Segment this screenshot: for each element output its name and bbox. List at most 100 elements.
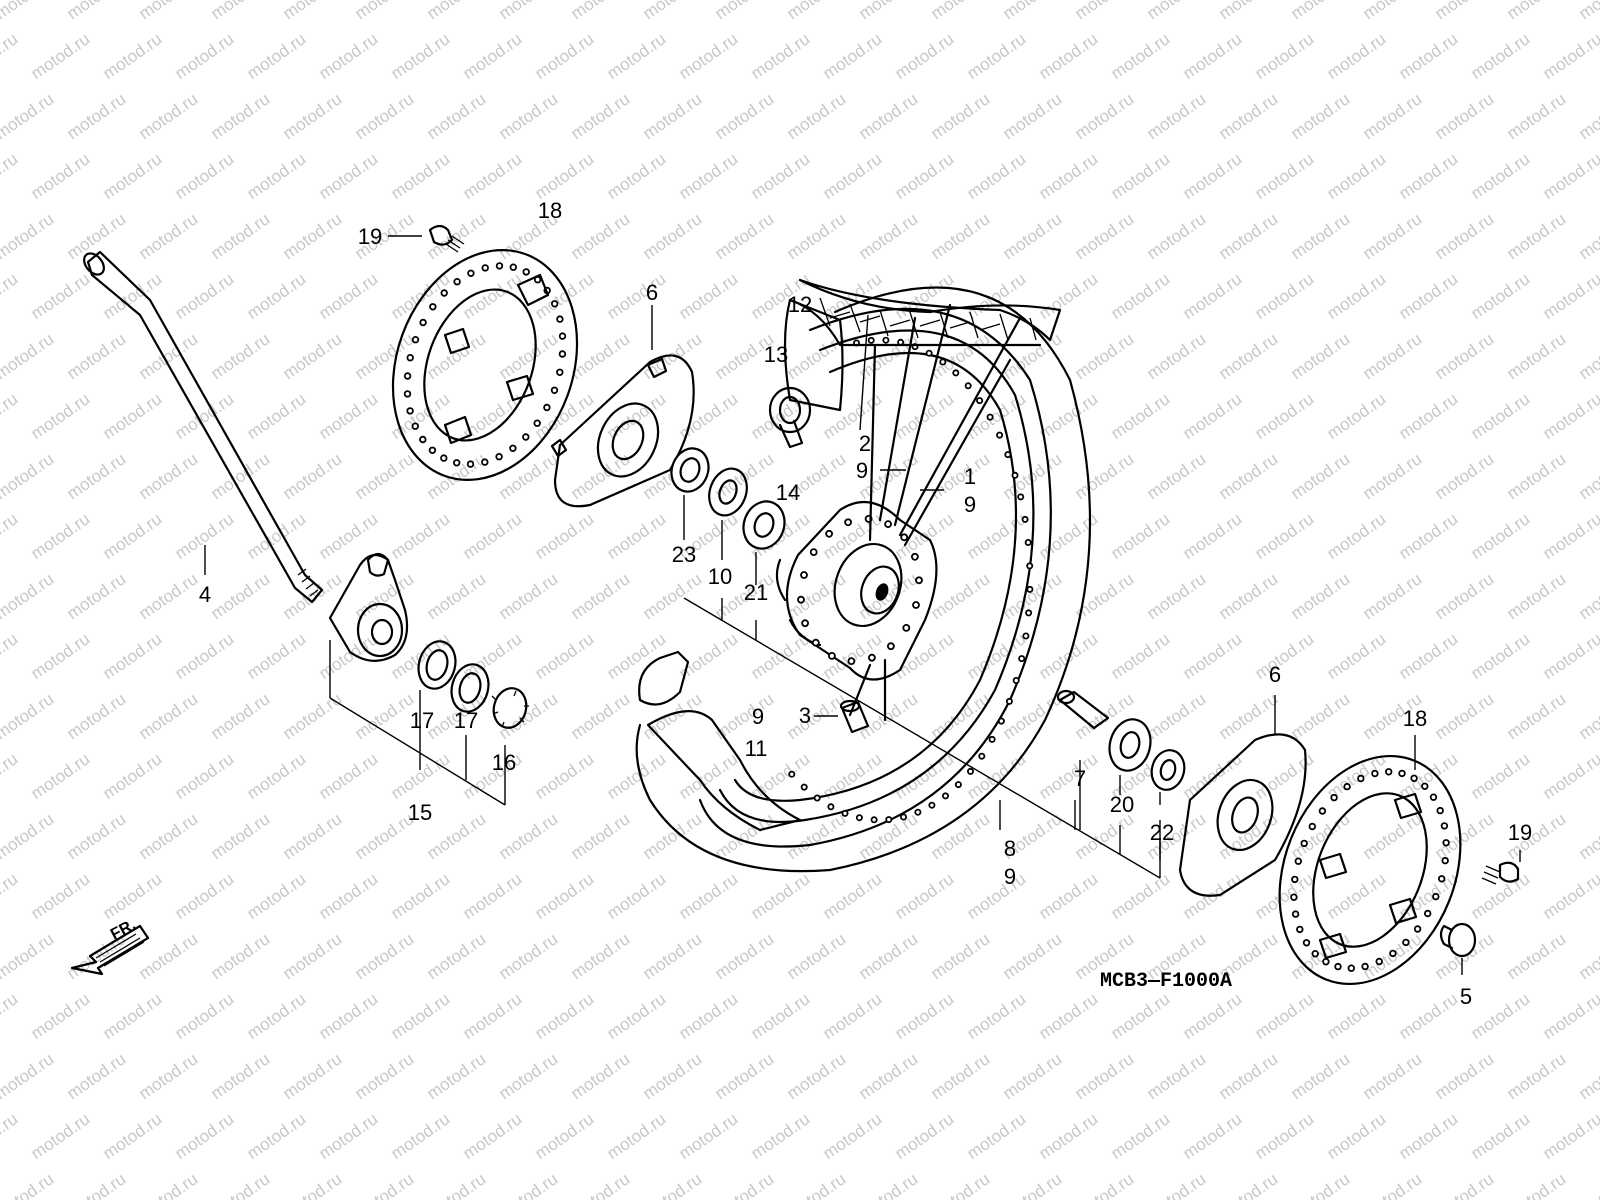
watermark-text: motod.ru (423, 929, 489, 983)
watermark-text: motod.ru (1467, 749, 1533, 803)
drill-hole (481, 264, 489, 272)
watermark-text: motod.ru (171, 629, 237, 683)
watermark-text: motod.ru (1503, 1049, 1569, 1103)
drill-hole (1330, 793, 1338, 802)
callout-18-right: 18 (1403, 706, 1427, 731)
watermark-text: motod.ru (1503, 89, 1569, 143)
callout-16: 16 (492, 750, 516, 775)
drill-hole (915, 576, 923, 585)
callout-14: 14 (776, 480, 800, 505)
watermark-text: motod.ru (1503, 209, 1569, 263)
watermark-text: motod.ru (279, 0, 345, 23)
watermark-text: motod.ru (999, 209, 1065, 263)
watermark-text: motod.ru (1359, 1049, 1425, 1103)
watermark-text: motod.ru (747, 1109, 813, 1163)
wheel-hub (775, 500, 938, 681)
drill-hole (481, 458, 489, 466)
watermark-text: motod.ru (1287, 569, 1353, 623)
watermark-text: motod.ru (207, 209, 273, 263)
watermark-text: motod.ru (1107, 149, 1173, 203)
hub-dust-cover-left (550, 305, 695, 508)
watermark-text: motod.ru (891, 629, 957, 683)
watermark-text: motod.ru (207, 0, 273, 23)
brake-disc-right (1278, 735, 1462, 986)
watermark-text: motod.ru (423, 209, 489, 263)
watermark-text: motod.ru (423, 569, 489, 623)
watermark-text: motod.ru (99, 869, 165, 923)
watermark-text: motod.ru (171, 149, 237, 203)
watermark-text: motod.ru (207, 1169, 273, 1200)
watermark-text: motod.ru (459, 1109, 525, 1163)
watermark-text: motod.ru (819, 29, 885, 83)
watermark-text: motod.ru (63, 0, 129, 23)
rim-spoke-hole (1004, 451, 1012, 459)
rim-spoke-hole (882, 336, 890, 344)
brake-disc-left (391, 249, 579, 481)
watermark-text: motod.ru (99, 269, 165, 323)
watermark-text: motod.ru (819, 149, 885, 203)
watermark-text: motod.ru (99, 629, 165, 683)
watermark-text: motod.ru (1431, 689, 1497, 743)
watermark-text: motod.ru (1071, 1169, 1137, 1200)
watermark-text: motod.ru (1575, 1169, 1600, 1200)
watermark-text: motod.ru (1071, 209, 1137, 263)
watermark-text: motod.ru (1359, 449, 1425, 503)
watermark-text: motod.ru (351, 449, 417, 503)
drill-hole (801, 619, 809, 628)
watermark-text: motod.ru (1539, 749, 1600, 803)
watermark-text: motod.ru (1179, 629, 1245, 683)
front-direction-arrow (70, 924, 150, 976)
watermark-text: motod.ru (567, 1049, 633, 1103)
rim-spoke-hole (1018, 655, 1026, 663)
hub-dust-cover-right (1178, 695, 1307, 897)
watermark-text: motod.ru (135, 0, 201, 23)
watermark-text: motod.ru (1143, 1049, 1209, 1103)
drill-hole (429, 303, 437, 311)
rim-spoke-hole (900, 813, 908, 821)
watermark-text: motod.ru (1323, 149, 1389, 203)
watermark-text: motod.ru (1143, 1169, 1209, 1200)
watermark-text: motod.ru (1107, 1109, 1173, 1163)
callout-23: 23 (672, 542, 696, 567)
drill-hole (411, 422, 419, 430)
watermark-text: motod.ru (1431, 1049, 1497, 1103)
watermark-text: motod.ru (891, 1109, 957, 1163)
leader-lines-hub (683, 597, 1161, 879)
watermark-text: motod.ru (0, 149, 21, 203)
watermark-text: motod.ru (819, 1109, 885, 1163)
watermark-text: motod.ru (171, 989, 237, 1043)
drill-hole (453, 459, 461, 467)
rim-and-tire (635, 278, 1092, 873)
drill-hole (403, 372, 412, 380)
watermark-text: motod.ru (999, 569, 1065, 623)
collar-5 (1439, 922, 1477, 975)
watermark-text: motod.ru (387, 29, 453, 83)
watermark-text: motod.ru (387, 1109, 453, 1163)
watermark-text: motod.ru (207, 1049, 273, 1103)
watermark-text: motod.ru (963, 989, 1029, 1043)
callout-1: 1 (964, 464, 976, 489)
watermark-text: motod.ru (1575, 809, 1600, 863)
drill-hole (825, 529, 833, 538)
watermark-text: motod.ru (135, 89, 201, 143)
watermark-text: motod.ru (135, 809, 201, 863)
drill-hole (1371, 769, 1379, 778)
watermark-text: motod.ru (243, 989, 309, 1043)
drill-hole (440, 289, 448, 297)
valve-cap-3 (814, 699, 870, 734)
watermark-text: motod.ru (1251, 29, 1317, 83)
watermark-text: motod.ru (279, 809, 345, 863)
callout-9-c: 9 (752, 704, 764, 729)
drill-hole (1421, 782, 1429, 790)
watermark-text: motod.ru (0, 389, 21, 443)
rim-spoke-hole (996, 431, 1004, 439)
drill-hole (428, 446, 437, 454)
drill-hole (495, 262, 504, 270)
watermark-text: motod.ru (0, 569, 57, 623)
watermark-text: motod.ru (315, 749, 381, 803)
watermark-text: motod.ru (819, 869, 885, 923)
watermark-text: motod.ru (495, 569, 561, 623)
watermark-text: motod.ru (423, 1169, 489, 1200)
watermark-text: motod.ru (1215, 1169, 1281, 1200)
seal-17a (417, 640, 457, 770)
